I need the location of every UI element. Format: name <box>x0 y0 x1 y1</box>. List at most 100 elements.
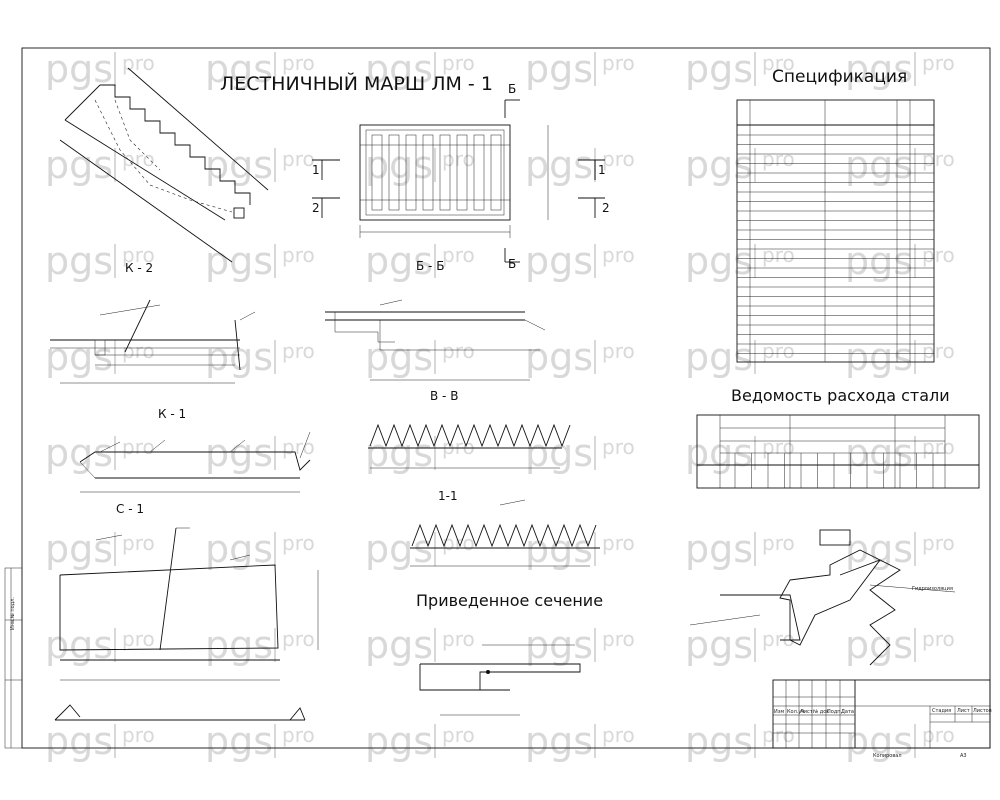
watermark-brand: pgs <box>45 239 113 283</box>
watermark-suffix: pro <box>442 51 475 75</box>
section-mark-b-top: Б <box>508 82 516 96</box>
stamp-format: А3 <box>960 753 967 759</box>
section-arrows <box>312 99 605 263</box>
stamp-header-cell: Изм <box>774 709 784 715</box>
steel-table <box>696 414 980 489</box>
watermark-suffix: pro <box>282 627 315 651</box>
watermark-suffix: pro <box>602 243 635 267</box>
view-11-drawing <box>410 499 600 567</box>
view-k2-drawing <box>59 67 269 263</box>
section-mark-1-left: 1 <box>312 163 320 177</box>
watermark-brand: pgs <box>525 143 593 187</box>
stamp-header-cell: № док <box>813 709 829 715</box>
watermark-suffix: pro <box>122 531 155 555</box>
watermark-brand: pgs <box>45 719 113 763</box>
watermark-brand: pgs <box>45 335 113 379</box>
watermark-brand: pgs <box>205 527 273 571</box>
watermark-suffix: pro <box>282 339 315 363</box>
view-k1-bar-drawing <box>79 431 311 493</box>
view-k2-label: К - 2 <box>125 261 153 275</box>
watermark-suffix: pro <box>122 243 155 267</box>
watermark-suffix: pro <box>282 51 315 75</box>
watermark-brand: pgs <box>525 719 593 763</box>
watermark-suffix: pro <box>442 147 475 171</box>
watermark-brand: pgs <box>845 623 913 667</box>
watermark-suffix: pro <box>122 435 155 459</box>
watermark-brand: pgs <box>845 47 913 91</box>
watermark-suffix: pro <box>602 627 635 651</box>
watermark-brand: pgs <box>365 623 433 667</box>
watermark-suffix: pro <box>922 339 955 363</box>
watermark-brand: pgs <box>685 623 753 667</box>
stamp-sheets: Листов <box>973 708 992 714</box>
watermark-brand: pgs <box>845 719 913 763</box>
view-vv-zigzag-drawing <box>368 423 571 469</box>
sheet-frame <box>21 47 991 749</box>
view-11-label: 1-1 <box>438 489 458 503</box>
watermark-brand: pgs <box>845 239 913 283</box>
watermark-brand: pgs <box>365 335 433 379</box>
watermark-brand: pgs <box>525 239 593 283</box>
bottom-bars-drawing <box>54 704 306 721</box>
view-bb-label: Б - Б <box>416 259 444 273</box>
watermark-brand: pgs <box>685 239 753 283</box>
watermark-suffix: pro <box>282 243 315 267</box>
watermark-suffix: pro <box>922 51 955 75</box>
watermark-brand: pgs <box>685 335 753 379</box>
watermark-brand: pgs <box>45 431 113 475</box>
view-k1-label: К - 1 <box>158 407 186 421</box>
view-vv-label: В - В <box>430 389 458 403</box>
watermark-suffix: pro <box>602 339 635 363</box>
watermark-suffix: pro <box>442 531 475 555</box>
watermark-brand: pgs <box>685 143 753 187</box>
watermark-suffix: pro <box>602 435 635 459</box>
stamp-header-cell: Подп. <box>827 709 843 715</box>
watermark-suffix: pro <box>602 723 635 747</box>
view-c1-drawing <box>59 527 319 681</box>
watermark-brand: pgs <box>45 143 113 187</box>
watermark-suffix: pro <box>602 51 635 75</box>
section-title: Приведенное сечение <box>416 591 603 610</box>
section-mark-1-right: 1 <box>598 163 606 177</box>
watermark-suffix: pro <box>442 243 475 267</box>
watermark-brand: pgs <box>45 527 113 571</box>
centroid-dot <box>486 670 490 674</box>
stamp-copied: Копировал <box>873 753 902 759</box>
watermark-suffix: pro <box>922 243 955 267</box>
watermark-suffix: pro <box>282 435 315 459</box>
steel-title: Ведомость расхода стали <box>731 386 950 405</box>
watermark-suffix: pro <box>922 531 955 555</box>
stamp-sheet: Лист <box>957 708 970 714</box>
spec-table <box>736 99 935 363</box>
watermark-suffix: pro <box>762 531 795 555</box>
watermark-brand: pgs <box>525 47 593 91</box>
watermark-brand: pgs <box>685 47 753 91</box>
watermark-suffix: pro <box>762 51 795 75</box>
watermark-suffix: pro <box>762 339 795 363</box>
watermark-suffix: pro <box>762 147 795 171</box>
insulation-note: Гидроизоляция <box>912 586 953 592</box>
view-bb-drawing <box>359 124 549 238</box>
stamp-header-cell: Дата <box>841 709 854 715</box>
watermark-suffix: pro <box>762 723 795 747</box>
watermark-suffix: pro <box>442 627 475 651</box>
watermark-brand: pgs <box>205 431 273 475</box>
section-mark-b-bottom: Б <box>508 257 516 271</box>
watermark-brand: pgs <box>845 527 913 571</box>
watermark-brand: pgs <box>365 239 433 283</box>
watermark-suffix: pro <box>762 627 795 651</box>
watermark-suffix: pro <box>442 339 475 363</box>
spec-title: Спецификация <box>772 67 907 87</box>
view-k1-top-drawing <box>50 299 256 384</box>
section-mark-2-right: 2 <box>602 201 610 215</box>
watermark-brand: pgs <box>205 719 273 763</box>
watermark-suffix: pro <box>122 51 155 75</box>
watermark-suffix: pro <box>122 627 155 651</box>
stamp-header-cell: Лист <box>800 709 813 715</box>
watermark-suffix: pro <box>602 147 635 171</box>
watermark-suffix: pro <box>762 243 795 267</box>
side-stamp-label: Инв.№ подл. <box>10 597 16 630</box>
side-stamp <box>4 567 23 749</box>
